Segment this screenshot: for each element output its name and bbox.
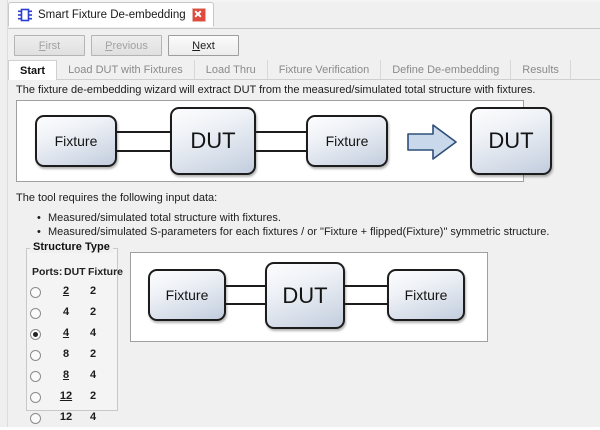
diagram-wire [117, 131, 171, 133]
selected-block-fixture-left: Fixture [148, 269, 226, 321]
radio-icon[interactable] [30, 413, 41, 424]
row-dut-ports: 2 [62, 285, 70, 297]
structure-type-radio-row-7[interactable]: 12 4 [30, 409, 116, 430]
diagram-block-fixture-right: Fixture [306, 115, 388, 167]
structure-type-radio-row-2[interactable]: 4 2 [30, 304, 116, 325]
window-top-strip [0, 0, 600, 2]
right-arrow-icon [407, 124, 457, 160]
diagram-wire [255, 131, 307, 133]
first-button[interactable]: First [14, 35, 85, 56]
radio-icon[interactable] [30, 350, 41, 361]
diagram-block-dut-result: DUT [470, 107, 552, 175]
document-tab-bar: Smart Fixture De-embedding [8, 2, 600, 29]
selected-block-fixture-right: Fixture [387, 269, 465, 321]
overview-diagram-panel: Fixture DUT Fixture DUT [16, 100, 552, 182]
diagram-wire [225, 285, 267, 287]
structure-type-radio-row-3[interactable]: 4 4 [30, 325, 116, 346]
row-dut-ports: 8 [62, 348, 70, 360]
tab-define-de-embedding[interactable]: Define De-embedding [381, 60, 512, 79]
tab-load-thru[interactable]: Load Thru [195, 60, 268, 79]
radio-icon[interactable] [30, 371, 41, 382]
previous-button[interactable]: Previous [91, 35, 162, 56]
list-item: Measured/simulated S-parameters for each… [37, 225, 549, 239]
structure-type-radio-row-6[interactable]: 12 2 [30, 388, 116, 409]
structure-type-radio-row-1[interactable]: 2 2 [30, 283, 116, 304]
row-fixture-ports: 2 [89, 306, 97, 318]
selected-block-dut-center: DUT [265, 262, 345, 329]
next-button[interactable]: Next [168, 35, 239, 56]
tab-fixture-verification[interactable]: Fixture Verification [268, 60, 382, 79]
header-fixture-label: Fixture [88, 266, 124, 278]
row-dut-ports: 4 [62, 327, 70, 339]
window-left-edge [0, 0, 8, 427]
diagram-wire [117, 150, 171, 152]
row-dut-ports: 8 [62, 369, 70, 381]
wizard-nav-buttons: First Previous Next [14, 35, 239, 56]
requirements-list: Measured/simulated total structure with … [30, 211, 549, 239]
radio-icon[interactable] [30, 329, 41, 340]
diagram-block-fixture-left: Fixture [35, 115, 117, 167]
diagram-block-dut-center: DUT [170, 107, 256, 175]
structure-type-title: Structure Type [30, 241, 113, 253]
selected-structure-diagram-panel: Fixture DUT Fixture [130, 252, 488, 342]
diagram-wire [225, 303, 267, 305]
wizard-tab-strip: Start Load DUT with Fixtures Load Thru F… [8, 60, 600, 80]
row-fixture-ports: 4 [89, 369, 97, 381]
row-fixture-ports: 2 [89, 285, 97, 297]
previous-button-accel: P [105, 39, 113, 52]
radio-icon[interactable] [30, 287, 41, 298]
structure-type-radio-row-5[interactable]: 8 4 [30, 367, 116, 388]
structure-type-group [26, 248, 118, 411]
document-tab[interactable]: Smart Fixture De-embedding [8, 2, 214, 27]
structure-type-radio-row-4[interactable]: 8 2 [30, 346, 116, 367]
tab-start[interactable]: Start [8, 60, 58, 80]
intro-text: The fixture de-embedding wizard will ext… [16, 84, 536, 96]
next-button-accel: N [192, 39, 201, 52]
tab-load-dut-with-fixtures[interactable]: Load DUT with Fixtures [57, 60, 195, 79]
row-fixture-ports: 4 [89, 327, 97, 339]
header-ports-label: Ports: [32, 266, 63, 278]
row-fixture-ports: 2 [89, 390, 97, 402]
first-button-label: irst [45, 39, 61, 52]
diagram-wire [344, 303, 388, 305]
row-fixture-ports: 4 [89, 411, 97, 423]
document-tab-title: Smart Fixture De-embedding [38, 8, 186, 21]
tab-results[interactable]: Results [511, 60, 571, 79]
diagram-wire [344, 285, 388, 287]
diagram-wire [255, 150, 307, 152]
header-dut-label: DUT [64, 266, 86, 278]
requirements-heading: The tool requires the following input da… [16, 192, 218, 204]
row-fixture-ports: 2 [89, 348, 97, 360]
first-button-accel: F [38, 39, 46, 52]
radio-icon[interactable] [30, 392, 41, 403]
row-dut-ports: 4 [62, 306, 70, 318]
close-icon[interactable] [191, 7, 206, 22]
next-button-label: ext [200, 39, 215, 52]
radio-icon[interactable] [30, 308, 41, 319]
chip-icon [18, 8, 32, 21]
list-item: Measured/simulated total structure with … [37, 211, 549, 225]
row-dut-ports: 12 [59, 390, 73, 402]
row-dut-ports: 12 [59, 411, 73, 423]
previous-button-label: revious [112, 39, 148, 52]
